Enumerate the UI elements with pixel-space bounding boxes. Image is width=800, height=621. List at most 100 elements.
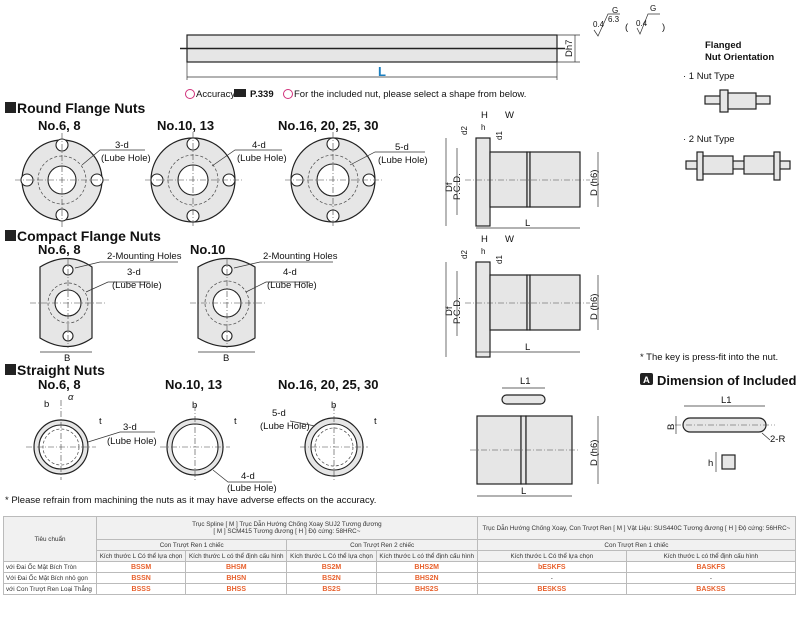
svg-text:H: H: [481, 234, 488, 245]
part-number-link[interactable]: bESKFS: [476, 561, 627, 573]
compact-flange-no10: No.10 2-Mounting Holes 4-d (Lube Hole) B: [190, 242, 338, 364]
svg-text:G: G: [612, 6, 618, 15]
straight-nut-side-view: L1 D (h6) L: [470, 376, 600, 497]
svg-text:B: B: [666, 424, 677, 430]
svg-text:4-d: 4-d: [241, 471, 255, 482]
empty-cell: -: [476, 572, 627, 584]
part-number-link[interactable]: BHSS: [185, 583, 288, 595]
straight-nuts-title: Straight Nuts: [17, 362, 105, 378]
included-key-section: A Dimension of Included Key L1 B 2-R h: [640, 373, 800, 472]
table-row: Với Đai Ốc Mặt Bích nhỏ gọn BSSN BHSN BS…: [3, 572, 797, 584]
svg-text:d2: d2: [460, 250, 469, 259]
round-flange-no16-30: No.16, 20, 25, 30 5-d (Lube Hole): [278, 118, 428, 228]
straight-nut-no6-8: No.6, 8 bα t 3-d (Lube Hole): [26, 377, 157, 480]
shaft-length-label: L: [378, 64, 386, 79]
table-subheader: Con Trượt Ren 2 chiếc: [286, 539, 478, 551]
table-column-header: Kích thước L Có thể lựa chọn: [286, 550, 377, 562]
svg-text:D (h6): D (h6): [589, 294, 600, 320]
svg-text:t: t: [374, 416, 377, 427]
svg-text:b: b: [192, 400, 197, 411]
svg-text:Accuracy: Accuracy: [196, 89, 235, 100]
svg-text:Df: Df: [444, 306, 455, 316]
svg-text:5-d: 5-d: [272, 408, 286, 419]
table-column-header: Kích thước L có thể định cấu hình: [375, 550, 478, 562]
part-number-link[interactable]: BSSS: [95, 583, 187, 595]
table-column-header: Kích thước L có thể định cấu hình: [625, 550, 797, 562]
svg-text:No.6, 8: No.6, 8: [38, 377, 81, 392]
key-badge: A: [643, 375, 650, 386]
part-number-link[interactable]: BS2S: [286, 583, 377, 595]
table-subheader: Con Trượt Ren 1 chiếc: [95, 539, 288, 551]
table-column-header: Kích thước L Có thể lựa chọn: [476, 550, 627, 562]
part-number-link[interactable]: BHS2S: [375, 583, 478, 595]
part-number-link[interactable]: BHSM: [185, 561, 288, 573]
technical-drawing: L Dh7 0.4 G 6.3 0.4 G () Accuracy P.339 …: [5, 4, 800, 506]
svg-text:h: h: [481, 123, 485, 132]
row-label: với Đai Ốc Mặt Bích Tròn: [3, 561, 97, 573]
one-nut-type-image: [704, 89, 771, 113]
svg-text:3-d: 3-d: [127, 267, 141, 278]
svg-text:0.4: 0.4: [593, 20, 605, 29]
svg-text:2-Mounting Holes: 2-Mounting Holes: [107, 251, 182, 262]
part-number-link[interactable]: BHSN: [185, 572, 288, 584]
part-number-link[interactable]: BS2M: [286, 561, 377, 573]
svg-text:(Lube Hole): (Lube Hole): [260, 421, 310, 432]
page-ref-link[interactable]: P.339: [250, 89, 274, 100]
svg-text:W: W: [505, 234, 514, 245]
svg-text:): ): [662, 22, 665, 33]
part-number-link[interactable]: BHS2M: [375, 561, 478, 573]
svg-text:No.10: No.10: [190, 242, 225, 257]
part-number-link[interactable]: BESKSS: [476, 583, 627, 595]
svg-text:(Lube Hole): (Lube Hole): [101, 153, 151, 164]
part-number-link[interactable]: BS2N: [286, 572, 377, 584]
table-subheader: Con Trượt Ren 1 chiếc: [476, 539, 797, 551]
svg-text:4-d: 4-d: [252, 140, 266, 151]
two-nut-type-label: · 2 Nut Type: [683, 134, 735, 145]
part-number-link[interactable]: BASKSS: [625, 583, 797, 595]
part-number-table: Tiêu chuẩn Trục Spline [ M ] Trục Dẫn Hư…: [3, 516, 797, 595]
table-row: với Đai Ốc Mặt Bích Tròn BSSM BHSM BS2M …: [3, 561, 797, 573]
svg-text:d1: d1: [495, 131, 504, 140]
svg-text:0.4: 0.4: [636, 19, 648, 28]
svg-text:No.6, 8: No.6, 8: [38, 118, 81, 133]
svg-text:L1: L1: [520, 376, 531, 387]
table-column-header: Kích thước L Có thể lựa chọn: [95, 550, 187, 562]
svg-text:b: b: [331, 400, 336, 411]
orientation-title-2: Nut Orientation: [705, 52, 774, 63]
svg-text:h: h: [481, 247, 485, 256]
machining-warning: * Please refrain from machining the nuts…: [5, 495, 376, 506]
svg-text:H: H: [481, 110, 488, 121]
svg-text:(Lube Hole): (Lube Hole): [112, 280, 162, 291]
table-group-header-spline: Trục Spline [ M ] Trục Dẫn Hướng Chống X…: [96, 516, 478, 540]
table-corner-header: Tiêu chuẩn: [3, 516, 97, 562]
svg-text:P.C.D.: P.C.D.: [452, 297, 463, 324]
svg-text:B: B: [223, 353, 229, 364]
svg-text:2-Mounting Holes: 2-Mounting Holes: [263, 251, 338, 262]
page-ref-icon: [234, 89, 246, 97]
part-number-link[interactable]: BHS2N: [375, 572, 478, 584]
svg-text:4-d: 4-d: [283, 267, 297, 278]
svg-text:(Lube Hole): (Lube Hole): [107, 436, 157, 447]
compact-flange-title: Compact Flange Nuts: [17, 228, 161, 244]
svg-text:(Lube Hole): (Lube Hole): [267, 280, 317, 291]
two-nut-type-image: [685, 151, 791, 181]
part-number-link[interactable]: BSSM: [95, 561, 187, 573]
row-label: Với Đai Ốc Mặt Bích nhỏ gọn: [3, 572, 97, 584]
svg-text:G: G: [650, 4, 656, 13]
svg-text:No.10, 13: No.10, 13: [165, 377, 222, 392]
svg-text:D (h6): D (h6): [589, 170, 600, 196]
part-number-link[interactable]: BASKFS: [625, 561, 797, 573]
round-flange-no6-8: No.6, 8 3-d (Lube Hole): [15, 118, 151, 228]
svg-text:P.C.D.: P.C.D.: [452, 173, 463, 200]
straight-nut-no10-13: No.10, 13 bt 4-d (Lube Hole): [160, 377, 277, 494]
svg-text:(Lube Hole): (Lube Hole): [227, 483, 277, 494]
part-number-link[interactable]: BSSN: [95, 572, 187, 584]
svg-text:d1: d1: [495, 255, 504, 264]
straight-nut-no16-30: No.16, 20, 25, 30 bt 5-d (Lube Hole): [260, 377, 378, 482]
svg-text:No.16, 20, 25, 30: No.16, 20, 25, 30: [278, 118, 378, 133]
svg-text:No.6, 8: No.6, 8: [38, 242, 81, 257]
svg-text:L: L: [525, 218, 530, 229]
